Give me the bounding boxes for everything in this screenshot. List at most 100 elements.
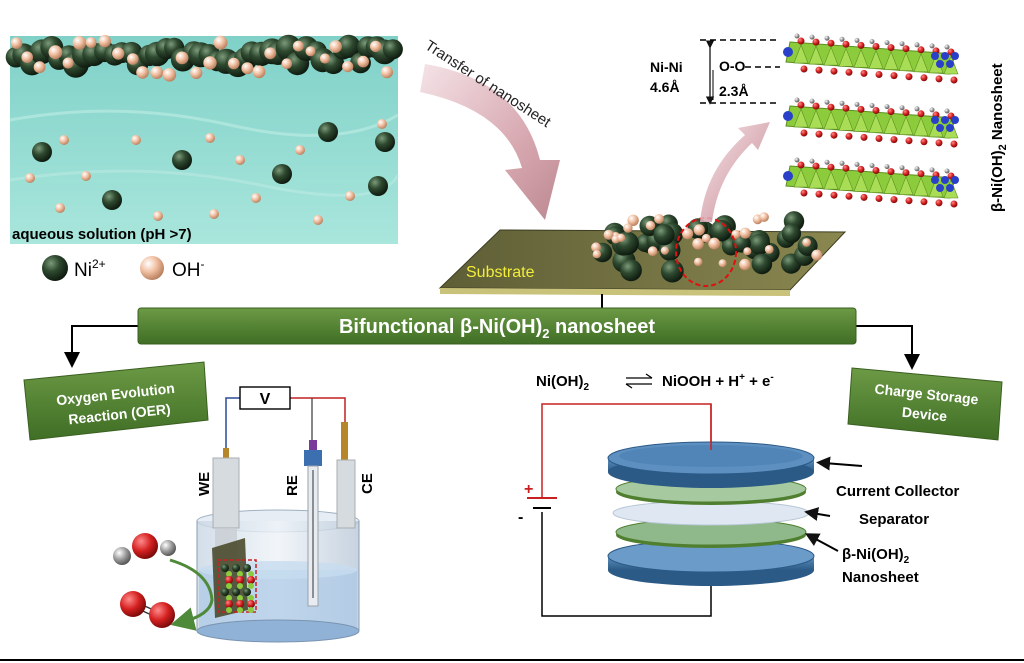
oxygen-atom (890, 72, 898, 80)
oxygen-atom (875, 195, 883, 202)
oxygen-atom (815, 66, 823, 74)
oxygen-atom (812, 102, 820, 110)
banner-group: Bifunctional β-Ni(OH)2 nanosheet (64, 294, 920, 370)
oh-ion (694, 257, 703, 267)
oh-ion (591, 242, 601, 253)
nanosheet-label: β-Ni(OH)2 (842, 546, 910, 566)
oxygen-atom (935, 199, 943, 207)
ni-ion (102, 190, 122, 210)
oxygen-atom (830, 131, 838, 139)
hydrogen-atom (824, 99, 830, 105)
oh-ion (235, 155, 245, 165)
hydrogen-atom (839, 160, 845, 166)
oxygen-atom (935, 139, 943, 147)
octahedral-layer (783, 157, 959, 208)
oxygen-atom (917, 110, 925, 118)
oxygen-atom (902, 109, 910, 117)
ni-ion (751, 253, 773, 275)
working-electrode (212, 457, 240, 529)
oh-ion (357, 55, 370, 68)
oxygen-atom (815, 130, 823, 138)
oxygen-atom (827, 163, 835, 171)
equation-right: NiOOH + H+ + e- (662, 372, 774, 390)
crystal-structure: Ni-Ni 4.6Å O-O 2.3Å β-Ni(OH)2 Nanosheet (650, 33, 1009, 212)
oh-ion (62, 57, 74, 69)
oxygen-atom (812, 162, 820, 170)
hydrogen-atom (944, 168, 950, 174)
oh-ion (292, 40, 304, 52)
oh-ion (33, 61, 46, 74)
ni-ion (337, 34, 361, 59)
oh-ion (136, 66, 149, 79)
ni-ion (748, 233, 771, 255)
oxygen-atom (887, 168, 895, 176)
oxygen-atom (797, 37, 805, 45)
hydrogen-atom (899, 165, 905, 171)
zoom-arrow (700, 122, 770, 222)
oh-ion (251, 193, 261, 203)
ni-ion (781, 223, 802, 244)
ni-ion (318, 122, 338, 142)
storage-line2: Device (901, 404, 948, 425)
hydrogen-atom (839, 100, 845, 106)
current-collector-label: Current Collector (836, 483, 960, 500)
oxygen-atom (872, 167, 880, 174)
solution-caption: aqueous solution (pH >7) (12, 226, 192, 243)
oxygen-atom (845, 192, 853, 200)
hydrogen-atom (824, 35, 830, 41)
oh-ion (228, 57, 240, 70)
catalyst-atom (221, 588, 229, 596)
oxygen-atom (827, 39, 835, 47)
oxygen-atom (860, 133, 868, 141)
oh-ion (743, 247, 752, 256)
oxygen-atom (950, 140, 958, 148)
oh-ion (48, 45, 63, 60)
bottom-collector (607, 539, 815, 586)
oxygen-atom (857, 165, 865, 173)
hydrogen-atom (884, 104, 890, 110)
oh-ion (654, 214, 664, 224)
oxygen-molecule (120, 591, 175, 628)
oo-value: 2.3Å (719, 83, 749, 99)
hydrogen-atom (869, 163, 875, 168)
oxygen-atom (917, 170, 925, 178)
oh-ion (98, 34, 112, 48)
charge-storage-device: Ni(OH)2 NiOOH + H+ + e- + - (518, 372, 960, 617)
oh-ion (25, 173, 35, 183)
oxygen-atom (905, 137, 913, 145)
oh-ion (190, 66, 203, 79)
hydrogen-atom (794, 33, 800, 39)
counter-electrode (336, 459, 356, 529)
oh-ion (370, 40, 382, 53)
oxygen-atom (917, 46, 925, 54)
catalyst-atom (247, 600, 255, 608)
oxygen-atom (842, 104, 850, 112)
hydrogen-atom (914, 42, 920, 48)
bottom-nanosheet-layer (615, 518, 807, 548)
equilibrium-arrows-icon (625, 373, 653, 389)
highlight-circle (675, 217, 737, 287)
substrate: Substrate (438, 122, 847, 296)
oh-ion (162, 68, 177, 82)
oh-ion (85, 37, 97, 48)
oxygen-atom (812, 38, 820, 46)
oxygen-atom (872, 43, 880, 50)
water-molecule (113, 533, 176, 565)
oxygen-atom (935, 75, 943, 83)
hydrogen-atom (854, 101, 860, 107)
oxygen-atom (845, 68, 853, 76)
oh-ion (112, 47, 125, 60)
ni-ion (653, 224, 675, 246)
oo-label: O-O (719, 58, 746, 74)
electrochemical-cell: V WE RE CE (113, 386, 376, 643)
hydrogen-atom (944, 108, 950, 114)
oh-ion (10, 37, 23, 49)
ni-ion (660, 259, 684, 283)
oh-ion (305, 46, 316, 57)
hydrogen-atom (929, 167, 935, 173)
we-label: WE (196, 472, 213, 496)
oxygen-atom (890, 136, 898, 144)
legend-oh-label: OH- (172, 257, 205, 281)
catalyst-atom (221, 564, 229, 572)
